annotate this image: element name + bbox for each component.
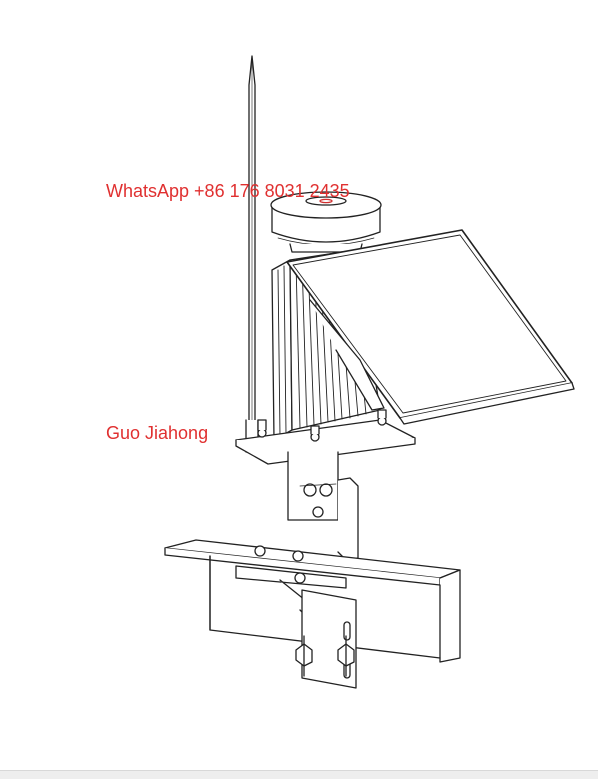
- solar-panel: [286, 229, 575, 425]
- cross-arm: [164, 539, 461, 663]
- pole-clamp: [279, 579, 357, 689]
- mounting-plate: [235, 409, 416, 465]
- contact-name-text: Guo Jiahong: [106, 423, 209, 443]
- whatsapp-contact-text: WhatsApp +86 176 8031 2435: [106, 181, 350, 201]
- lightning-rod: [245, 55, 259, 453]
- beacon-light: [270, 191, 382, 253]
- bottom-edge-bar: [0, 770, 598, 779]
- clamp-bracket: [287, 451, 359, 561]
